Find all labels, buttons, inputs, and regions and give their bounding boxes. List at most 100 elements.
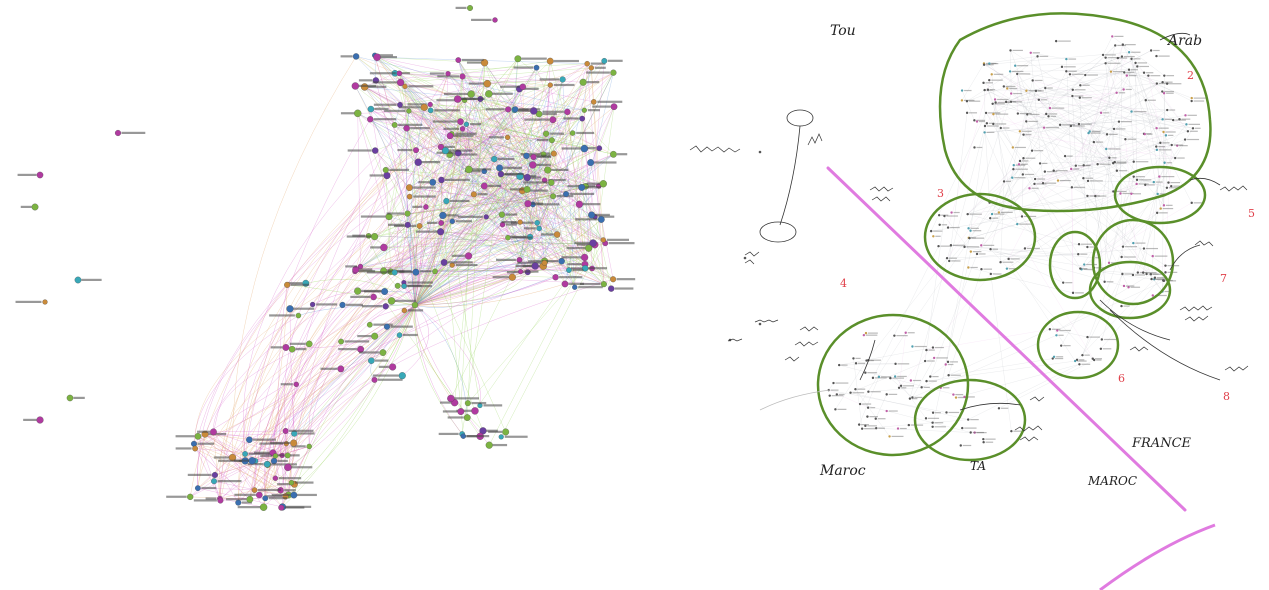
annotated-node bbox=[860, 427, 864, 430]
node-label bbox=[574, 241, 590, 245]
annotated-edge bbox=[948, 269, 982, 376]
annotated-node-label bbox=[1120, 121, 1132, 123]
annotated-node bbox=[1092, 140, 1096, 144]
node-label bbox=[338, 348, 358, 351]
graph-edge bbox=[385, 169, 392, 272]
annotated-edge bbox=[1027, 50, 1152, 115]
graph-nodes bbox=[15, 5, 636, 511]
annotated-edge bbox=[1072, 95, 1132, 194]
annotated-node-label bbox=[1162, 207, 1174, 210]
annotated-edge bbox=[1071, 187, 1074, 293]
node-label bbox=[374, 107, 389, 111]
node-label bbox=[528, 260, 542, 263]
annotated-node-label bbox=[1131, 51, 1141, 53]
isolated-node bbox=[31, 203, 39, 211]
annotated-node-label bbox=[928, 417, 940, 419]
graph-edge bbox=[281, 265, 544, 508]
annotated-node bbox=[1062, 281, 1065, 284]
annotated-edge bbox=[1023, 89, 1124, 135]
node-label bbox=[553, 83, 575, 87]
annotated-node-label bbox=[1159, 193, 1166, 195]
graph-node bbox=[523, 174, 531, 182]
annotated-edge bbox=[1124, 72, 1163, 83]
scribble-left-3 bbox=[794, 341, 819, 347]
annotated-node-label bbox=[971, 237, 985, 239]
annotated-node bbox=[931, 411, 935, 414]
graph-edge bbox=[584, 60, 605, 269]
annotated-node-label bbox=[1166, 75, 1175, 77]
graph-node bbox=[600, 237, 606, 243]
annotated-node bbox=[965, 99, 969, 103]
annotated-node-label bbox=[1102, 348, 1112, 350]
annotated-node bbox=[862, 333, 866, 337]
annotated-node bbox=[871, 376, 875, 380]
node-label bbox=[588, 267, 608, 270]
annotated-node-label bbox=[1009, 87, 1018, 90]
graph-edge bbox=[219, 277, 556, 499]
graph-edge bbox=[414, 262, 545, 306]
graph-node bbox=[381, 288, 389, 295]
annotated-node-label bbox=[870, 359, 881, 361]
graph-edge bbox=[414, 272, 528, 306]
annotated-edge bbox=[1038, 99, 1137, 185]
annotated-node bbox=[975, 252, 979, 256]
graph-node bbox=[530, 153, 537, 161]
graph-node bbox=[533, 64, 540, 71]
scribble-right-2 bbox=[1194, 240, 1214, 247]
annotated-edge bbox=[855, 389, 890, 437]
cluster-5-outline bbox=[1113, 165, 1207, 225]
annotated-edge bbox=[1044, 127, 1094, 143]
annotated-node bbox=[1103, 280, 1106, 283]
graph-edge bbox=[467, 62, 485, 418]
annotated-node bbox=[982, 81, 985, 85]
annotated-node-label bbox=[861, 424, 869, 426]
annotated-node-label bbox=[1125, 246, 1138, 248]
annotated-node-label bbox=[877, 418, 886, 420]
annotated-node-label bbox=[992, 217, 999, 219]
annotated-edge bbox=[1058, 180, 1154, 183]
annotated-node bbox=[1111, 35, 1114, 38]
annotated-node bbox=[1078, 96, 1082, 99]
graph-node bbox=[597, 216, 605, 223]
annotated-node-label bbox=[986, 131, 995, 133]
annotated-node-label bbox=[1021, 163, 1028, 165]
annotated-node bbox=[1132, 175, 1135, 178]
graph-node bbox=[282, 427, 289, 434]
annotated-edge bbox=[859, 376, 880, 425]
node-label bbox=[608, 242, 635, 245]
annotated-edge bbox=[1035, 90, 1047, 115]
annotated-node bbox=[992, 122, 995, 126]
annotated-node bbox=[1121, 272, 1124, 276]
annotated-edge bbox=[1032, 80, 1072, 127]
graph-node bbox=[480, 182, 488, 190]
annotated-node bbox=[1056, 179, 1060, 182]
annotated-edge bbox=[950, 245, 1079, 255]
node-label bbox=[551, 168, 569, 171]
node-label bbox=[510, 188, 524, 191]
annotated-node bbox=[1075, 358, 1079, 361]
annotated-node-label bbox=[1168, 187, 1180, 189]
annotated-edge bbox=[1017, 73, 1019, 114]
annotated-edge bbox=[1064, 156, 1129, 288]
graph-node bbox=[449, 218, 455, 224]
annotated-node-label bbox=[1137, 62, 1148, 64]
graph-edge bbox=[288, 304, 416, 496]
annotated-node bbox=[945, 411, 948, 414]
annotated-edge bbox=[987, 89, 1013, 148]
annotated-node bbox=[1052, 169, 1055, 172]
annotated-node-label bbox=[1154, 294, 1167, 297]
node-label bbox=[359, 268, 373, 271]
node-label bbox=[201, 486, 217, 490]
node-label bbox=[495, 258, 516, 261]
annotated-node bbox=[989, 248, 992, 251]
scribble-right-3 bbox=[1179, 305, 1213, 312]
faint-label-maroc: Maroc bbox=[819, 463, 866, 479]
annotated-edge bbox=[1148, 75, 1180, 120]
cluster-mixed-outline bbox=[1091, 218, 1175, 306]
graph-node bbox=[338, 338, 344, 345]
annotated-node bbox=[1052, 355, 1056, 358]
graph-node bbox=[523, 152, 530, 160]
graph-node bbox=[402, 83, 408, 90]
graph-node bbox=[278, 504, 285, 511]
annotated-node bbox=[1071, 291, 1075, 295]
